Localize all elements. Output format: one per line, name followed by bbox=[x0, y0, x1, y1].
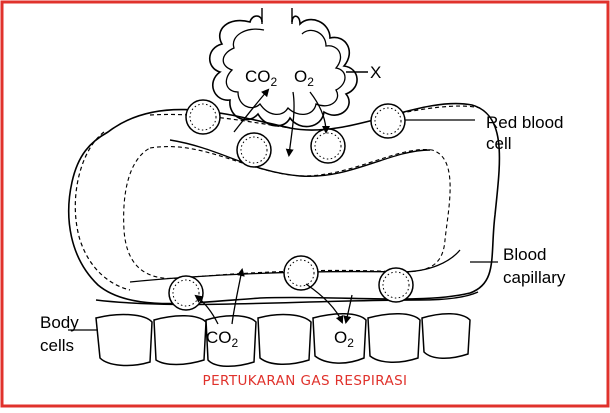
arrow-o2-to-body-cell-2 bbox=[343, 294, 353, 324]
alveolus-inner bbox=[222, 28, 346, 115]
body-cell bbox=[205, 315, 257, 367]
body-cell bbox=[421, 313, 471, 359]
arrow-co2-from-body-cell bbox=[194, 294, 219, 325]
tissue-o2-label: O2 bbox=[334, 328, 354, 350]
red-blood-cell-label-line2: cell bbox=[486, 134, 512, 153]
capillary-lumen-edge bbox=[169, 139, 431, 178]
capillary-outer-wall bbox=[67, 102, 501, 305]
arrow-co2-out bbox=[233, 88, 270, 133]
arrow-o2-to-body-cell-1 bbox=[305, 283, 344, 324]
alveolus-o2-label: O2 bbox=[294, 67, 314, 89]
body-cells-label-line2: cells bbox=[40, 336, 74, 355]
alveolus-outer bbox=[208, 15, 358, 128]
alveolus bbox=[208, 8, 358, 128]
alveolus-co2-label: CO2 bbox=[245, 67, 278, 89]
body-cell bbox=[153, 315, 207, 366]
body-cell bbox=[257, 313, 312, 365]
blood-capillary-label-line2: capillary bbox=[503, 268, 566, 287]
red-blood-cell bbox=[236, 132, 272, 168]
body-cells-row bbox=[95, 313, 471, 367]
red-blood-cell-label-line1: Red blood bbox=[486, 113, 564, 132]
body-cell bbox=[312, 313, 367, 364]
diagram-caption: PERTUKARAN GAS RESPIRASI bbox=[203, 373, 408, 389]
capillary-lower-wall bbox=[95, 291, 479, 306]
body-cell bbox=[95, 313, 153, 367]
arrow-o2-down-2 bbox=[309, 91, 330, 134]
capillary-lumen-dashed bbox=[123, 146, 451, 279]
arrow-co2-into-blood bbox=[231, 268, 245, 325]
body-cell bbox=[367, 313, 421, 363]
tissue-co2-label: CO2 bbox=[206, 328, 239, 350]
red-blood-cell bbox=[378, 267, 414, 303]
red-blood-cell bbox=[370, 103, 406, 139]
red-blood-cell bbox=[283, 255, 319, 291]
red-blood-cell bbox=[168, 275, 204, 311]
blood-capillary-label-line1: Blood bbox=[503, 245, 546, 264]
x-marker-label: X bbox=[370, 63, 381, 82]
arrow-o2-down-1 bbox=[285, 91, 295, 157]
body-cells-label-line1: Body bbox=[40, 313, 79, 332]
red-blood-cell bbox=[185, 99, 221, 135]
red-blood-cell bbox=[310, 128, 346, 164]
